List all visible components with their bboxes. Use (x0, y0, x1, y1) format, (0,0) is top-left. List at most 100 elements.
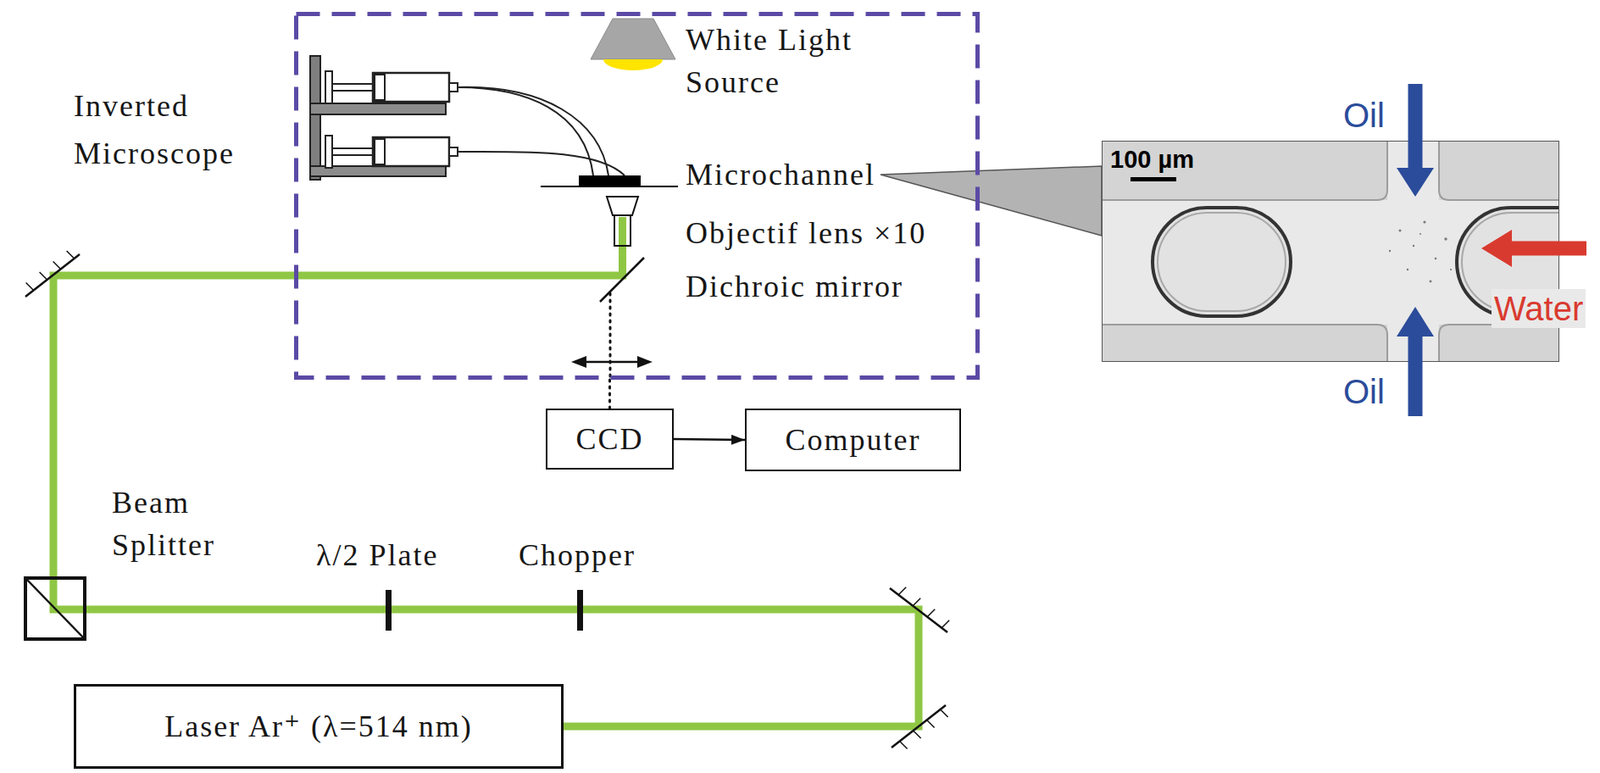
mirror (940, 709, 949, 717)
water-inlet-arrow (1481, 229, 1512, 267)
micrograph-inset (1101, 324, 1388, 362)
micrograph-inset (1157, 212, 1286, 312)
flow-label: Oil (1343, 367, 1385, 416)
mirror (25, 250, 80, 297)
laser-beam-internal (294, 216, 623, 276)
micrograph-inset (1399, 229, 1402, 233)
microscope-enclosure: Inverted Microscope (294, 11, 980, 380)
micrograph-inset (1101, 140, 1388, 200)
objective-lens (618, 216, 627, 245)
optical-path (608, 379, 612, 409)
mirror (927, 720, 935, 728)
computer-box: Computer (744, 408, 962, 472)
oil-inlet-arrow (1396, 306, 1434, 417)
chopper-blade (577, 589, 584, 631)
micrograph-inset (1101, 140, 1560, 362)
white-light-lamp (603, 59, 663, 71)
beam-splitter-cube (25, 577, 85, 639)
camera-box: CCD (545, 408, 674, 470)
box-label: Computer (785, 422, 922, 458)
laser-beam-internal (294, 216, 623, 276)
micrograph-inset (1101, 140, 1560, 362)
dichroic-mirror (600, 257, 645, 302)
oil-inlet-arrow (1408, 333, 1423, 417)
component-label: Objectif lens ×10 (685, 211, 927, 255)
mirror (941, 620, 950, 628)
laser-beam (53, 275, 919, 727)
syringe-pump (325, 135, 333, 168)
focus-double-arrow (637, 355, 653, 368)
box-label: Laser Ar⁺ (λ=514 nm) (164, 708, 473, 745)
syringe-pump (372, 137, 450, 167)
mirror (53, 261, 62, 270)
micrograph-inset (1450, 268, 1452, 271)
micrograph-inset (1438, 140, 1560, 200)
half-wave-plate (385, 589, 392, 631)
component-label: λ/2 Plate (316, 533, 439, 577)
tubing (457, 87, 594, 176)
micrograph-inset (1387, 140, 1439, 362)
microchannel-chip (540, 175, 678, 187)
syringe-pump (449, 83, 458, 92)
micrograph-inset (1388, 250, 1391, 252)
micrograph-inset (1438, 324, 1560, 362)
laser-box: Laser Ar⁺ (λ=514 nm) (73, 683, 564, 769)
syringe-pump (325, 71, 333, 104)
mirror (913, 730, 922, 739)
syringe-pump (374, 138, 385, 165)
water-inlet-arrow (1508, 241, 1587, 256)
micrograph-inset (1101, 140, 1560, 362)
connectors (53, 275, 919, 727)
component-label: Dichroic mirror (685, 265, 904, 308)
mirror (927, 609, 935, 617)
objective-lens (606, 196, 639, 246)
water-inlet-arrow (1481, 229, 1587, 267)
objective-lens (614, 215, 631, 246)
focus-double-arrow (571, 355, 653, 368)
objective-lens (606, 196, 639, 216)
flow-label: Oil (1343, 91, 1385, 139)
microchannel-chip (578, 175, 641, 186)
optical-path (609, 293, 612, 380)
white-light-lamp (590, 18, 676, 71)
dashed-outline (294, 11, 980, 380)
component-label: Beam Splitter (111, 481, 282, 567)
mirror (39, 272, 48, 280)
beam-splitter-cube (25, 577, 85, 639)
syringe-pump (449, 147, 458, 156)
syringe-pump (332, 148, 375, 156)
oil-inlet-arrow (1396, 167, 1434, 197)
tubing (457, 151, 625, 176)
micrograph-inset (1101, 140, 1560, 362)
enclosure-title: Inverted Microscope (73, 83, 278, 178)
mirror (912, 598, 921, 606)
micrograph-inset (1406, 268, 1409, 271)
mirror (889, 587, 950, 633)
micrograph-inset (1419, 233, 1422, 235)
micrograph-inset (1444, 237, 1447, 240)
component-label: White Light Source (685, 18, 908, 105)
syringe-pump (372, 72, 450, 102)
syringe-pump (310, 55, 321, 180)
mirror (66, 250, 75, 259)
oil-inlet-arrow (1396, 83, 1434, 197)
tubing (457, 87, 609, 176)
mirror (900, 741, 908, 750)
focus-double-arrow (584, 361, 639, 364)
oil-inlet-arrow (1396, 306, 1434, 337)
box-label: CCD (575, 421, 644, 457)
focus-double-arrow (571, 355, 587, 368)
syringe-pump (374, 74, 385, 100)
component-label: Chopper (518, 533, 636, 577)
mirror (25, 254, 80, 297)
syringe-pump (310, 55, 458, 180)
syringe-pump (332, 83, 375, 91)
micrograph-inset (1152, 207, 1291, 317)
mirror (898, 587, 906, 595)
data-link (673, 438, 745, 440)
dashed-outline (296, 14, 978, 378)
oil-inlet-arrow (1408, 83, 1423, 171)
mirror (891, 705, 949, 750)
micrograph-inset (1412, 244, 1415, 247)
micrograph-inset (1130, 177, 1177, 182)
